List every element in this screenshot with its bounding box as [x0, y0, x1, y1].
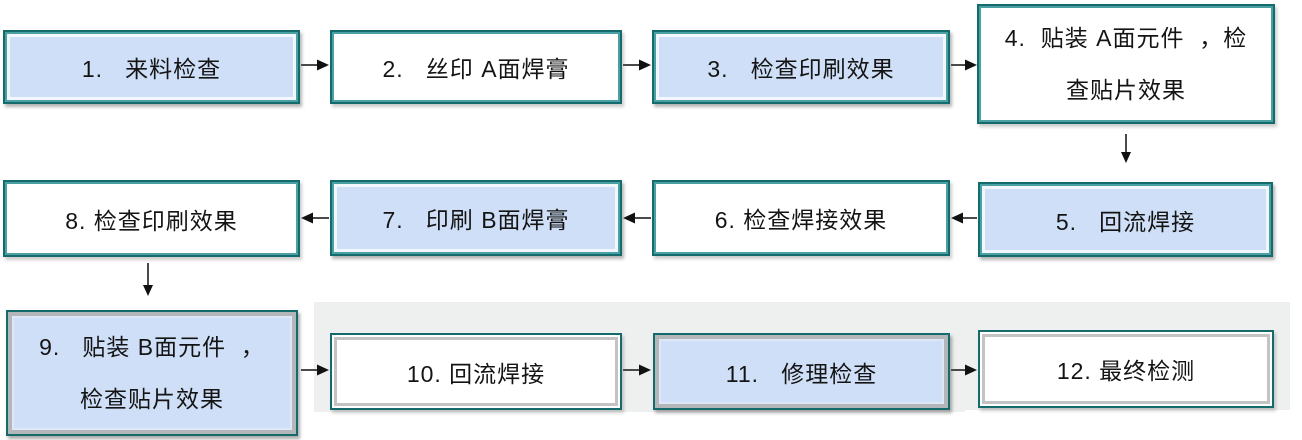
arrow-right-icon-2-3 [623, 58, 651, 72]
arrow-right-icon-11-12 [951, 363, 977, 377]
flow-box-2: 2. 丝印 A面焊膏 [330, 30, 622, 104]
arrow-down-icon-4-5 [1119, 134, 1133, 164]
arrow-left-icon-5-6 [951, 211, 977, 225]
flow-box-7: 7. 印刷 B面焊膏 [330, 180, 622, 256]
flow-box-9: 9. 贴装 B面元件 ， 检查贴片效果 [6, 310, 298, 436]
arrow-right-icon-10-11 [623, 363, 651, 377]
flow-box-12: 12. 最终检测 [978, 330, 1274, 408]
flow-box-6: 6. 检查焊接效果 [652, 180, 950, 256]
flow-box-8: 8. 检查印刷效果 [3, 180, 300, 257]
flow-box-10: 10. 回流焊接 [330, 333, 622, 410]
flow-box-5: 5. 回流焊接 [978, 182, 1273, 257]
arrow-right-icon-1-2 [301, 58, 329, 72]
flow-box-3: 3. 检查印刷效果 [652, 30, 950, 104]
arrow-left-icon-7-8 [301, 211, 329, 225]
arrow-right-icon-3-4 [951, 58, 977, 72]
arrow-down-icon-8-9 [141, 263, 155, 297]
arrow-left-icon-6-7 [623, 211, 651, 225]
flow-box-11: 11. 修理检查 [653, 333, 950, 410]
arrow-right-icon-9-10 [301, 363, 329, 377]
flow-box-4: 4. 贴装 A面元件 ，检 查贴片效果 [977, 4, 1275, 124]
flow-box-1: 1. 来料检查 [3, 30, 300, 104]
